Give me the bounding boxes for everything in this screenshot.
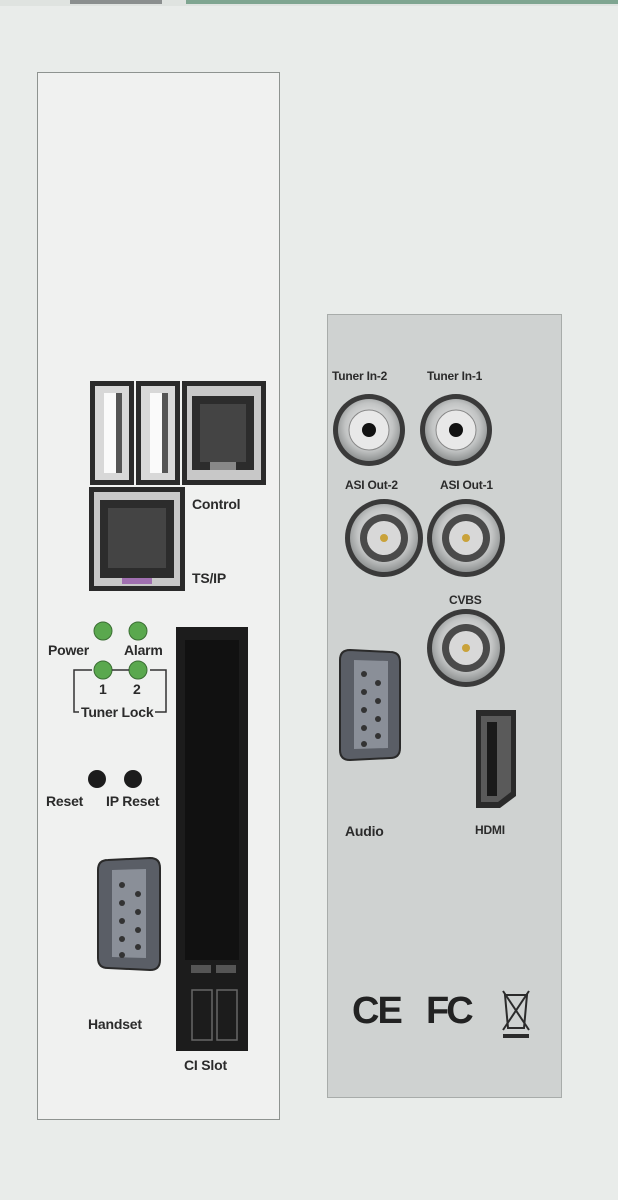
hdmi-label: HDMI <box>475 823 505 837</box>
asi-out-2-connector[interactable] <box>345 499 423 577</box>
alarm-led <box>128 621 148 641</box>
ip-reset-label: IP Reset <box>106 793 160 809</box>
audio-label: Audio <box>345 823 384 839</box>
usb-port-1[interactable] <box>90 381 134 485</box>
tuner-lock-label: Tuner Lock <box>79 704 156 720</box>
tuner-in-2-label: Tuner In-2 <box>332 369 388 383</box>
audio-db9-port[interactable] <box>339 648 401 762</box>
tuner-1-label: 1 <box>99 681 107 697</box>
asi-out-1-connector[interactable] <box>427 499 505 577</box>
tsip-rj45-port[interactable] <box>89 487 185 591</box>
tuner-2-label: 2 <box>133 681 141 697</box>
tuner-in-1-connector[interactable] <box>420 394 492 466</box>
power-led <box>93 621 113 641</box>
cvbs-connector[interactable] <box>427 609 505 687</box>
control-rj45-port[interactable] <box>182 381 266 485</box>
handset-label: Handset <box>88 1016 142 1032</box>
asi-out-2-label: ASI Out-2 <box>345 478 398 492</box>
ci-slot-label: CI Slot <box>184 1057 227 1073</box>
ce-mark: CE <box>352 990 403 1032</box>
usb-port-2[interactable] <box>136 381 180 485</box>
handset-db9-port[interactable] <box>97 856 161 972</box>
power-label: Power <box>48 642 90 658</box>
control-label: Control <box>192 496 241 512</box>
reset-label: Reset <box>46 793 84 809</box>
ip-reset-button[interactable] <box>124 770 142 788</box>
alarm-label: Alarm <box>124 642 163 658</box>
asi-out-1-label: ASI Out-1 <box>440 478 493 492</box>
tuner-in-2-connector[interactable] <box>333 394 405 466</box>
cvbs-label: CVBS <box>449 593 482 607</box>
ci-slot[interactable] <box>176 627 248 1051</box>
hdmi-port[interactable] <box>476 710 516 808</box>
tsip-label: TS/IP <box>192 570 227 586</box>
reset-button[interactable] <box>88 770 106 788</box>
fc-mark: FC <box>426 990 474 1032</box>
weee-icon <box>502 990 530 1038</box>
top-bar <box>0 0 618 6</box>
tuner-in-1-label: Tuner In-1 <box>427 369 483 383</box>
